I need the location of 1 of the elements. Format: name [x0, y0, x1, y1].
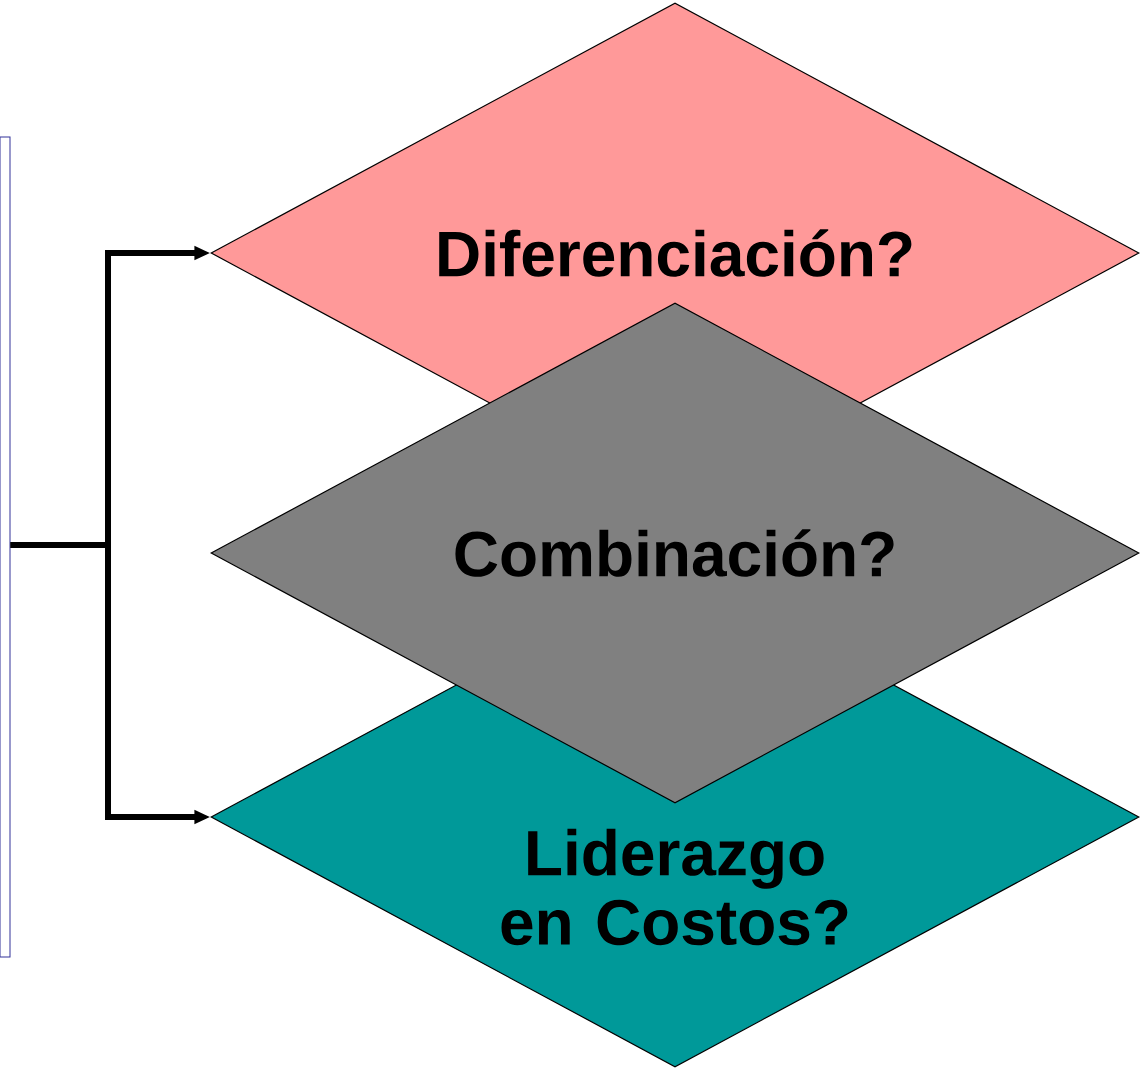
- side-bracket-box: [0, 136, 11, 958]
